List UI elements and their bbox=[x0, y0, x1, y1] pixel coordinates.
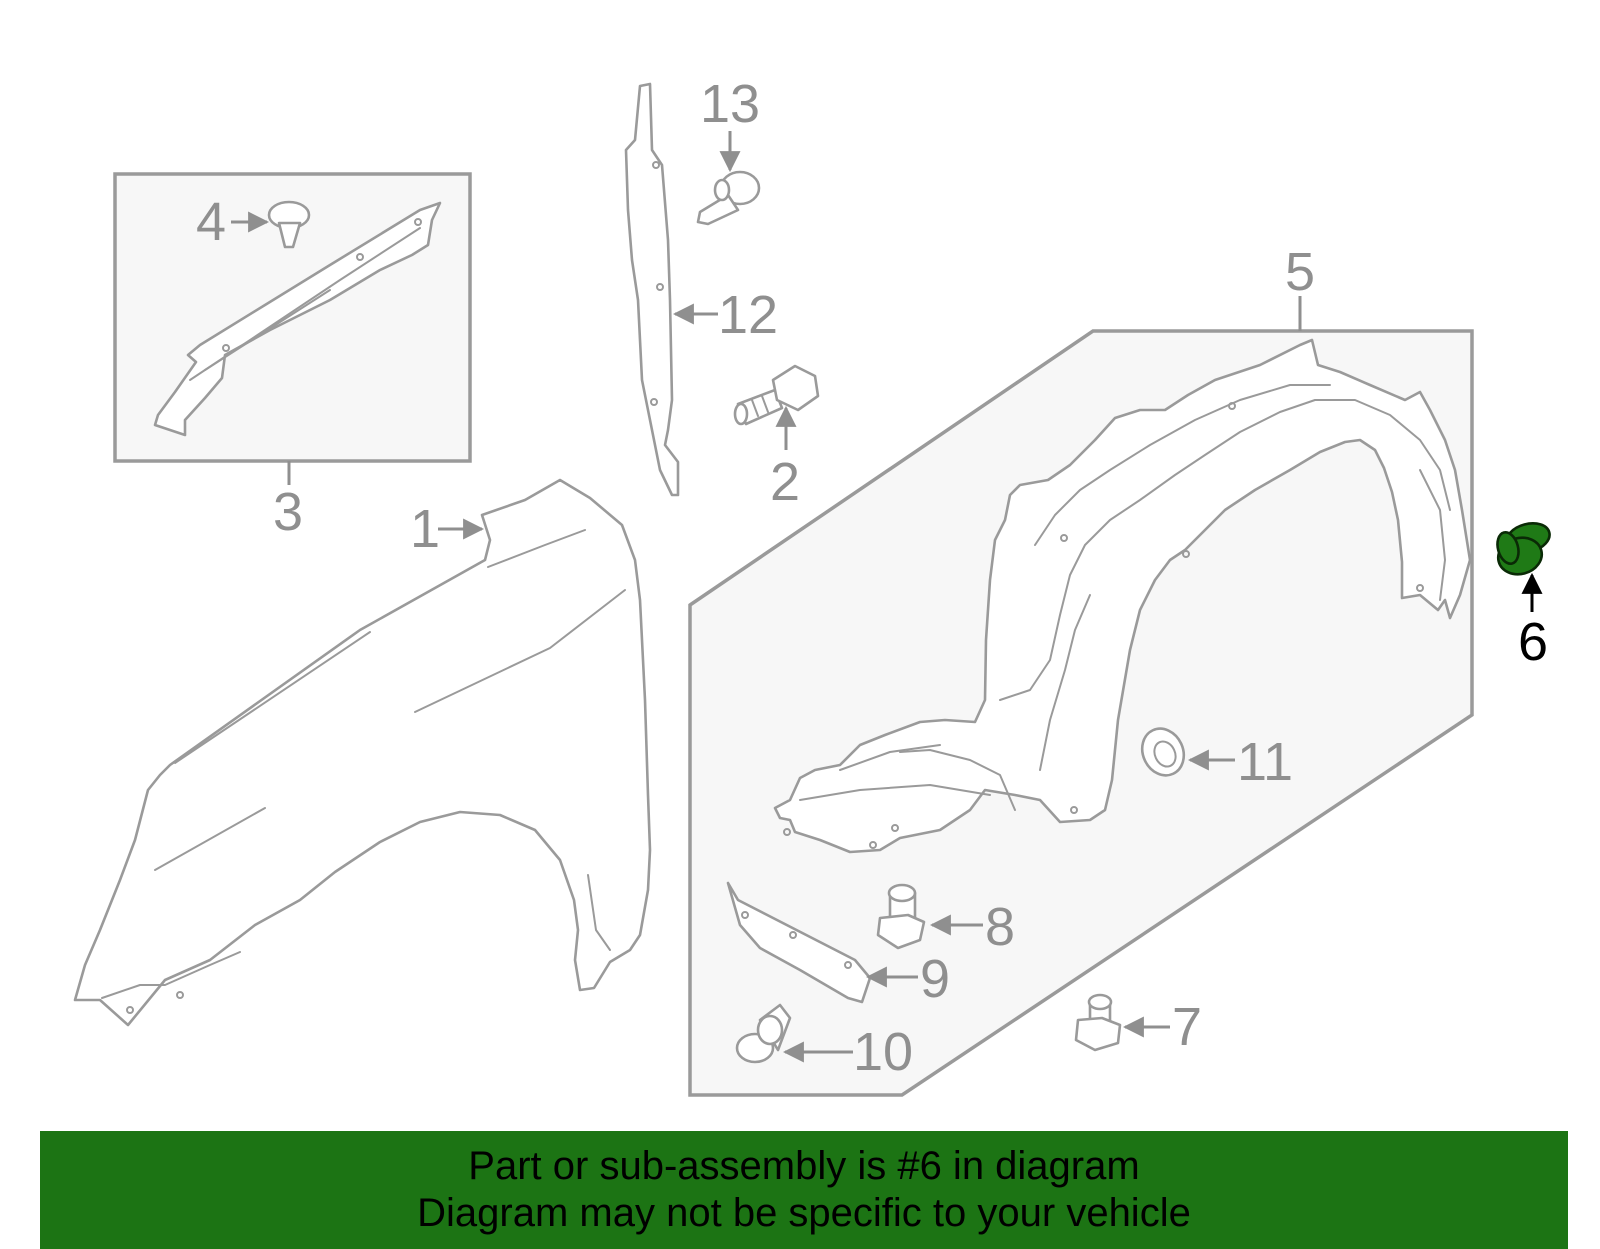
part-1-fender[interactable] bbox=[73, 478, 652, 1027]
part-4-clip[interactable] bbox=[267, 200, 311, 249]
part-10-clip[interactable] bbox=[735, 1003, 792, 1064]
part-3-fender-bracket[interactable] bbox=[153, 201, 442, 437]
banner-line-disclaimer: Diagram may not be specific to your vehi… bbox=[417, 1191, 1191, 1235]
part-6-clip-highlighted[interactable] bbox=[1494, 519, 1553, 579]
callout-2: 2 bbox=[770, 452, 800, 512]
info-banner: Part or sub-assembly is #6 in diagram Di… bbox=[40, 1131, 1568, 1249]
callout-3: 3 bbox=[273, 482, 303, 542]
part-12-seal[interactable] bbox=[624, 82, 680, 497]
part-13-clip[interactable] bbox=[696, 170, 761, 226]
callout-8: 8 bbox=[985, 897, 1015, 957]
callout-5: 5 bbox=[1285, 242, 1315, 302]
callout-7: 7 bbox=[1172, 997, 1202, 1057]
banner-line-part: Part or sub-assembly is #6 in diagram bbox=[468, 1144, 1140, 1188]
callout-4: 4 bbox=[196, 192, 226, 252]
callout-11: 11 bbox=[1237, 732, 1293, 792]
callout-12: 12 bbox=[718, 285, 778, 345]
callout-10: 10 bbox=[853, 1022, 913, 1082]
part-9-strip[interactable] bbox=[726, 881, 872, 1004]
callout-6: 6 bbox=[1518, 612, 1548, 672]
callout-9: 9 bbox=[920, 949, 950, 1009]
callout-13: 13 bbox=[700, 74, 760, 134]
part-7-retainer[interactable] bbox=[1074, 993, 1122, 1052]
part-8-retainer[interactable] bbox=[876, 883, 926, 950]
callout-1: 1 bbox=[410, 499, 440, 559]
part-5-fender-liner[interactable] bbox=[773, 338, 1472, 854]
part-11-grommet[interactable] bbox=[1135, 722, 1192, 782]
part-2-bolt[interactable] bbox=[733, 364, 820, 426]
